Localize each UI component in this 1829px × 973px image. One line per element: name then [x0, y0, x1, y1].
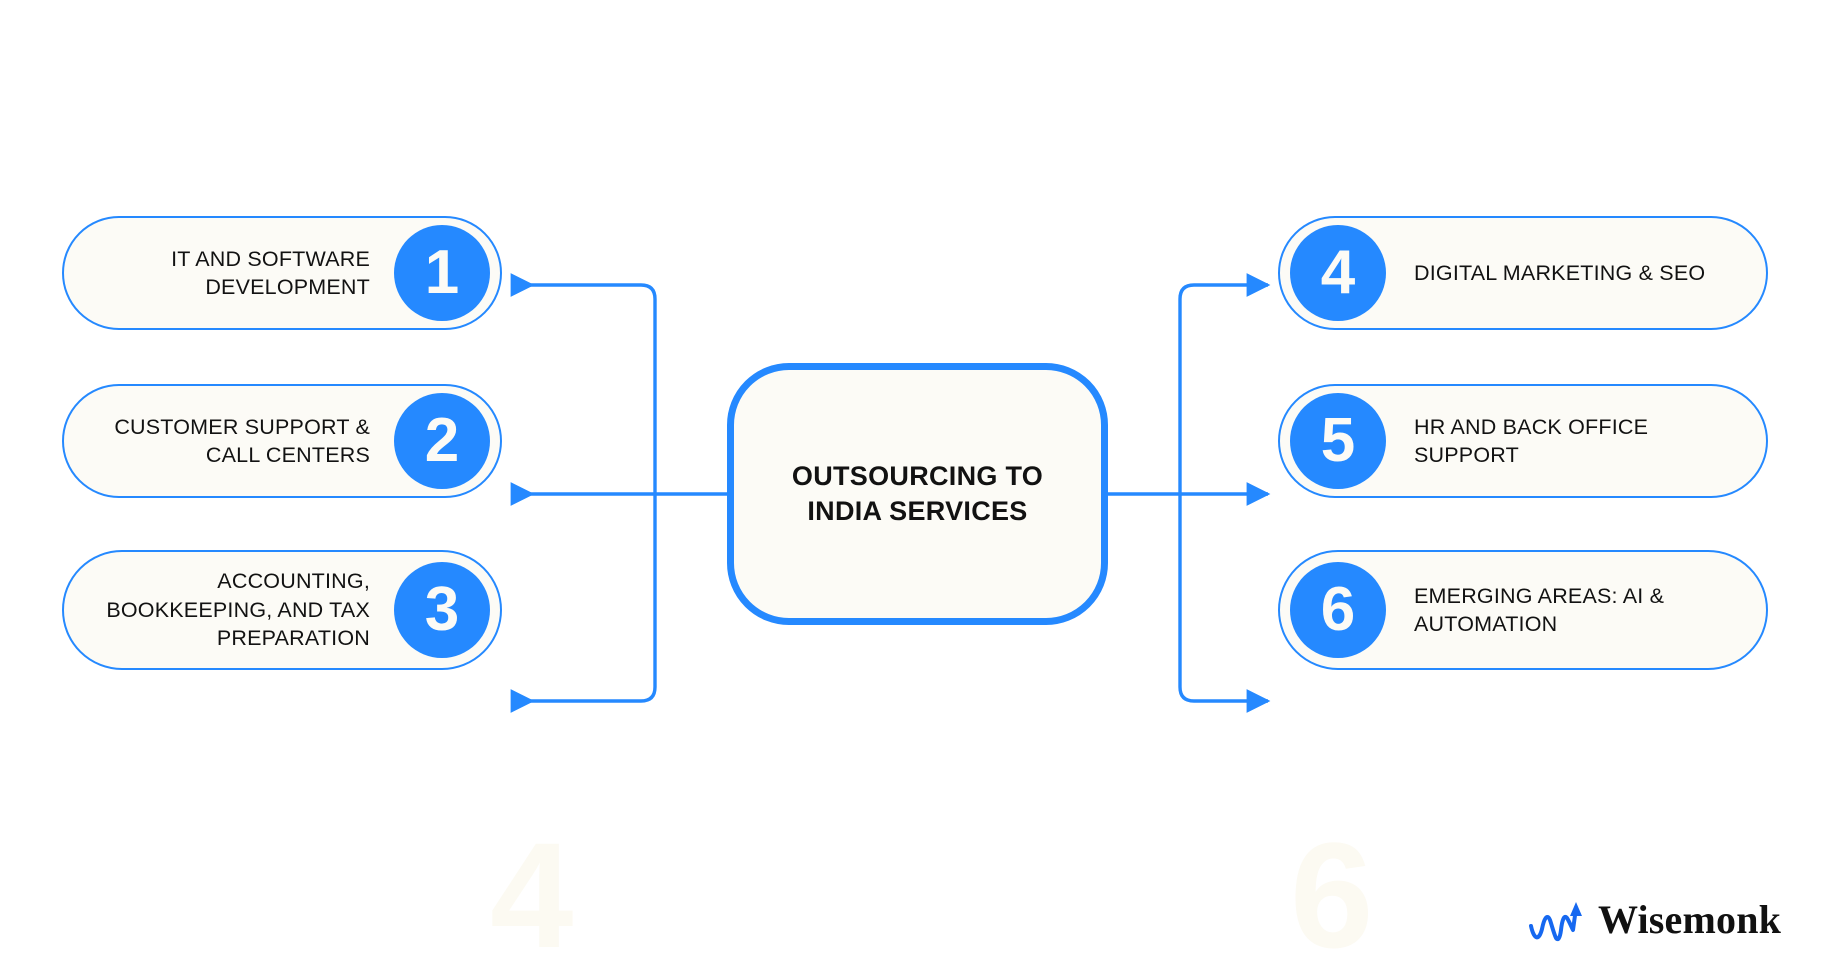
service-node-6-number: 6	[1290, 562, 1386, 658]
service-node-2-number: 2	[394, 393, 490, 489]
service-node-3-label: ACCOUNTING, BOOKKEEPING, AND TAX PREPARA…	[106, 569, 370, 651]
watermark-numeral-left: 4	[490, 811, 574, 973]
service-node-1[interactable]: IT AND SOFTWARE DEVELOPMENT 1	[62, 216, 502, 330]
connector-center-to-node-1	[510, 273, 657, 494]
zigzag-uptrend-arrow-icon	[1529, 902, 1582, 942]
brand-logo: Wisemonk	[1528, 896, 1781, 944]
connector-center-to-node-3	[510, 494, 657, 713]
service-node-4[interactable]: 4 DIGITAL MARKETING & SEO	[1278, 216, 1768, 330]
service-node-2[interactable]: CUSTOMER SUPPORT & CALL CENTERS 2	[62, 384, 502, 498]
brand-name: Wisemonk	[1598, 897, 1782, 942]
center-node-label: OUTSOURCING TO INDIA SERVICES	[791, 460, 1044, 526]
watermark-numeral-right: 6	[1290, 811, 1374, 973]
service-node-2-label: CUSTOMER SUPPORT & CALL CENTERS	[114, 414, 370, 467]
service-node-1-number: 1	[394, 225, 490, 321]
service-node-5[interactable]: 5 HR AND BACK OFFICE SUPPORT	[1278, 384, 1768, 498]
service-node-3-number: 3	[394, 562, 490, 658]
service-node-4-label: DIGITAL MARKETING & SEO	[1414, 260, 1706, 285]
service-node-1-label: IT AND SOFTWARE DEVELOPMENT	[171, 246, 370, 299]
service-node-3[interactable]: ACCOUNTING, BOOKKEEPING, AND TAX PREPARA…	[62, 550, 502, 670]
connector-center-to-node-4	[1178, 273, 1271, 494]
center-node[interactable]: OUTSOURCING TO INDIA SERVICES	[727, 363, 1108, 625]
service-node-5-label: HR AND BACK OFFICE SUPPORT	[1414, 414, 1649, 467]
connector-center-to-node-6	[1178, 494, 1271, 713]
service-node-6[interactable]: 6 EMERGING AREAS: AI & AUTOMATION	[1278, 550, 1768, 670]
service-node-6-label: EMERGING AREAS: AI & AUTOMATION	[1414, 583, 1665, 636]
service-node-4-number: 4	[1290, 225, 1386, 321]
service-node-5-number: 5	[1290, 393, 1386, 489]
